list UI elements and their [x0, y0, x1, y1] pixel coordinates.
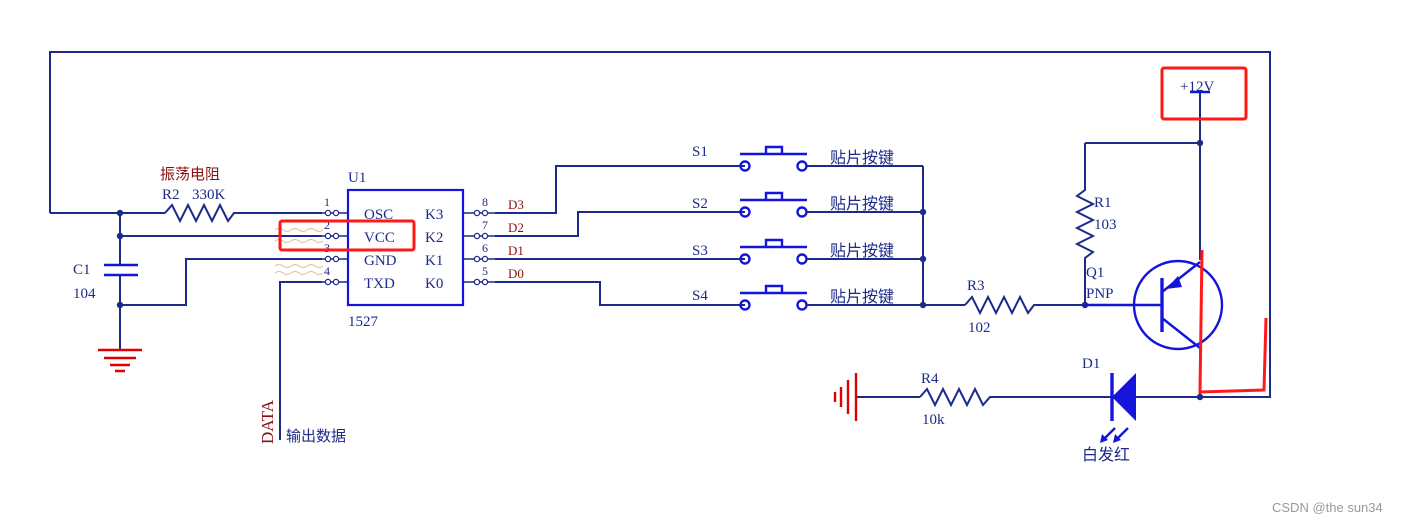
pin-name-txd: TXD [364, 276, 395, 292]
s1-desc: 贴片按键 [830, 148, 894, 167]
pin-name-k0: K0 [425, 276, 443, 292]
s4-ref: S4 [692, 288, 708, 304]
pin-num-6: 6 [482, 241, 488, 255]
data-wire [279, 281, 322, 440]
supply-label: +12V [1180, 79, 1214, 95]
s3-ref: S3 [692, 243, 708, 259]
pin-name-vcc: VCC [364, 230, 395, 246]
pin-name-gnd: GND [364, 253, 397, 269]
supply-12v: +12V [1180, 79, 1214, 260]
data-desc: 输出数据 [286, 427, 346, 445]
c1-value: 104 [73, 286, 96, 302]
r3-value: 102 [968, 320, 991, 336]
r2-value: 330K [192, 187, 226, 203]
r2-ref: R2 [162, 187, 180, 203]
pin-num-4: 4 [324, 264, 330, 278]
r4-ref: R4 [921, 371, 939, 387]
pin-num-7: 7 [482, 218, 488, 232]
r1-value: 103 [1094, 217, 1117, 233]
capacitor-c1: C1 104 [73, 213, 138, 350]
resistor-r1: R1 103 [1074, 143, 1117, 305]
ic-part: 1527 [348, 314, 379, 330]
switch-s4: S4 贴片按键 [692, 284, 965, 311]
osc-resistor-title: 振荡电阻 [160, 165, 220, 183]
pin-num-1: 1 [324, 195, 330, 209]
q1-type: PNP [1086, 286, 1114, 302]
q1-ref: Q1 [1086, 265, 1104, 281]
resistor-r4: R4 10k [919, 371, 1112, 428]
outer-loop-wire [49, 51, 1271, 398]
r4-value: 10k [922, 412, 945, 428]
highlight-vcc-box [278, 219, 416, 252]
c1-ref: C1 [73, 262, 91, 278]
ic-right-pin-stubs [463, 209, 495, 286]
d1-desc: 白发红 [1082, 445, 1130, 464]
r3-ref: R3 [967, 278, 985, 294]
transistor-q1: Q1 PNP [1085, 259, 1224, 397]
resistor-r3: R3 102 [964, 278, 1085, 336]
pin-name-k1: K1 [425, 253, 443, 269]
net-label-d1: D1 [508, 243, 524, 258]
watermark: CSDN @the sun34 [1272, 500, 1383, 515]
pin-name-osc: OSC [364, 207, 393, 223]
ic-u1: U1 1527 OSC VCC GND TXD K3 K2 K1 K0 1 2 … [324, 170, 488, 330]
pin-num-3: 3 [324, 241, 330, 255]
pin-num-2: 2 [324, 218, 330, 232]
r1-ref: R1 [1094, 195, 1112, 211]
highlight-hand-drawn-line [1198, 249, 1268, 394]
switch-s1: S1 贴片按键 [692, 144, 923, 172]
s1-ref: S1 [692, 144, 708, 160]
switch-s2: S2 贴片按键 [692, 191, 923, 218]
switch-s3: S3 贴片按键 [692, 238, 923, 265]
ic-left-pin-stubs [322, 209, 348, 286]
gnd-wire [120, 258, 322, 306]
s2-ref: S2 [692, 196, 708, 212]
pin-name-k2: K2 [425, 230, 443, 246]
pin-num-8: 8 [482, 195, 488, 209]
pin-num-5: 5 [482, 264, 488, 278]
ground-symbol-left [98, 348, 142, 373]
osc-resistor-r2: 振荡电阻 R2 330K [160, 165, 322, 224]
pin-name-k3: K3 [425, 207, 443, 223]
s2-desc: 贴片按键 [830, 194, 894, 213]
switch-wires [495, 165, 745, 306]
ground-symbol-right [833, 373, 920, 421]
ic-ref: U1 [348, 170, 366, 186]
data-net-label: DATA [258, 399, 277, 444]
d1-ref: D1 [1082, 356, 1100, 372]
net-label-d2: D2 [508, 220, 524, 235]
s3-desc: 贴片按键 [830, 241, 894, 260]
net-label-d3: D3 [508, 197, 524, 212]
net-label-d0: D0 [508, 266, 524, 281]
s4-desc: 贴片按键 [830, 287, 894, 306]
highlight-12v-box [1160, 66, 1248, 121]
led-d1: D1 白发红 [1082, 356, 1200, 464]
